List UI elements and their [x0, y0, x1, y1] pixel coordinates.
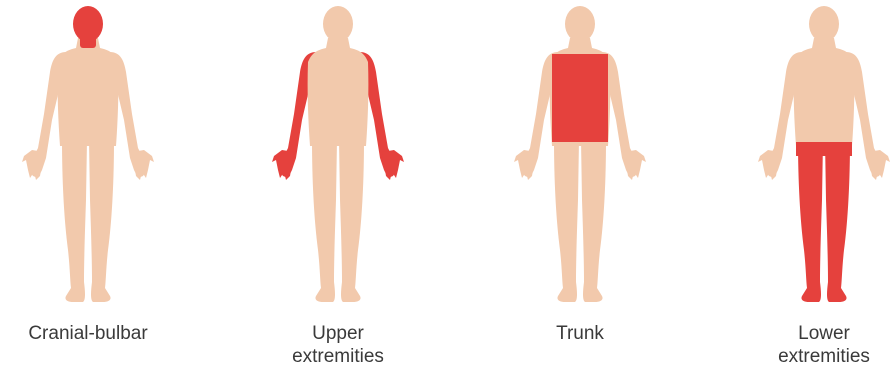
- left-leg: [798, 140, 823, 302]
- right-leg: [339, 140, 364, 302]
- left-leg: [62, 140, 87, 302]
- figure-caption: Cranial-bulbar: [0, 322, 188, 345]
- figure-caption: Trunk: [480, 322, 680, 345]
- caption-line: Trunk: [480, 322, 680, 345]
- head: [809, 6, 839, 42]
- caption-line: extremities: [238, 345, 438, 368]
- trunk-highlight: [552, 54, 608, 142]
- head: [323, 6, 353, 42]
- torso: [308, 38, 369, 146]
- figure-head: Cranial-bulbar: [0, 0, 188, 379]
- caption-line: Upper: [238, 322, 438, 345]
- caption-line: Lower: [724, 322, 892, 345]
- caption-line: Cranial-bulbar: [0, 322, 188, 345]
- hip-highlight: [796, 142, 852, 156]
- right-leg: [89, 140, 114, 302]
- right-leg: [581, 140, 606, 302]
- head: [73, 6, 103, 42]
- torso: [58, 38, 119, 146]
- torso: [794, 38, 855, 146]
- figure-trunk: Trunk: [480, 0, 680, 379]
- caption-line: extremities: [724, 345, 892, 368]
- right-leg: [825, 140, 850, 302]
- head: [565, 6, 595, 42]
- left-leg: [312, 140, 337, 302]
- left-leg: [554, 140, 579, 302]
